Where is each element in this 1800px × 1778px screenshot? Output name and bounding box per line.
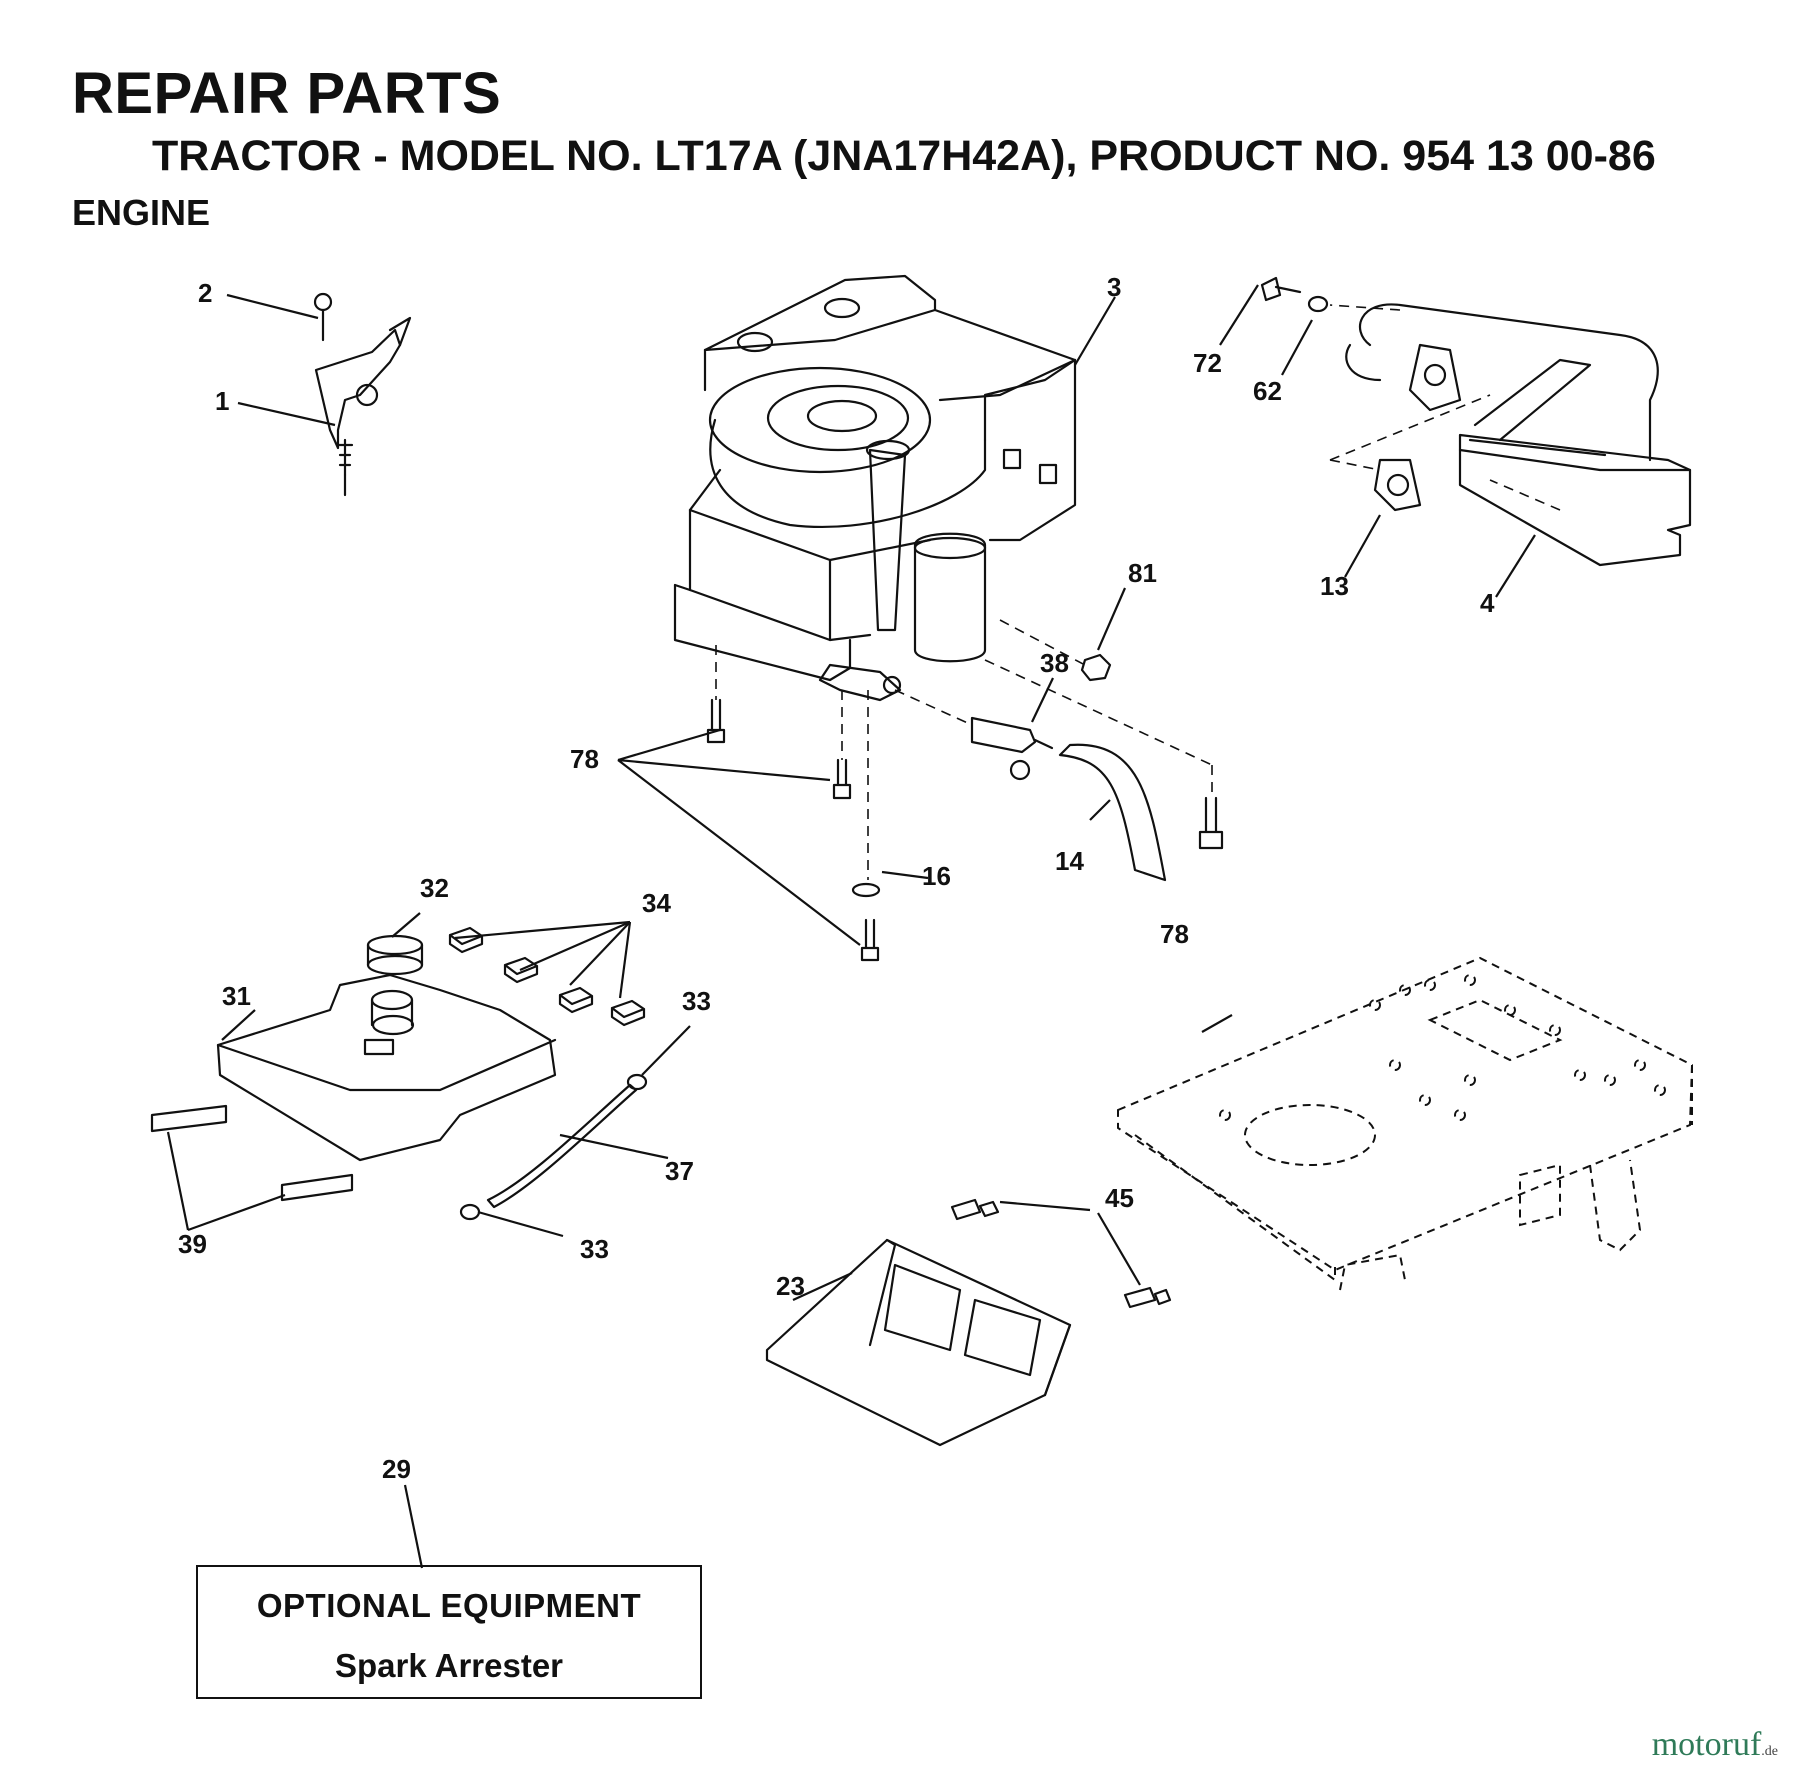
throttle-control-part xyxy=(313,292,412,497)
chassis-frame-part xyxy=(1117,956,1694,1291)
page-title: REPAIR PARTS xyxy=(72,61,502,126)
callout-13: 13 xyxy=(1320,571,1349,601)
callout-32: 32 xyxy=(420,873,449,903)
watermark-suffix: .de xyxy=(1761,1744,1778,1759)
callout-33a: 33 xyxy=(682,986,711,1016)
bolt-parts xyxy=(706,698,1224,962)
watermark-logo: motoruf.de xyxy=(1652,1726,1778,1764)
callout-2: 2 xyxy=(198,278,212,308)
callout-labels: 1 2 3 4 13 14 16 23 29 31 32 33 33 34 37… xyxy=(178,272,1495,1484)
callout-34: 34 xyxy=(642,888,671,918)
callout-38: 38 xyxy=(1040,648,1069,678)
muffler-part xyxy=(1260,276,1692,567)
callout-33b: 33 xyxy=(580,1234,609,1264)
watermark-text: motoruf xyxy=(1651,1726,1762,1763)
nut-part xyxy=(1080,653,1112,682)
section-title: ENGINE xyxy=(72,192,211,233)
alignment-lines xyxy=(715,304,1561,880)
callout-78b: 78 xyxy=(1160,919,1189,949)
callout-72: 72 xyxy=(1193,348,1222,378)
fuel-tank-part xyxy=(150,926,648,1221)
leader-lines xyxy=(166,284,1536,1569)
page-subtitle: TRACTOR - MODEL NO. LT17A (JNA17H42A), P… xyxy=(152,132,1656,180)
callout-1: 1 xyxy=(215,386,229,416)
screw-parts xyxy=(950,1198,1172,1309)
callout-16: 16 xyxy=(922,861,951,891)
callout-62: 62 xyxy=(1253,376,1282,406)
callout-45: 45 xyxy=(1105,1183,1134,1213)
engine-part xyxy=(673,274,1077,702)
optional-equipment-box: OPTIONAL EQUIPMENT Spark Arrester xyxy=(196,1565,702,1699)
fuel-line-part xyxy=(1058,743,1167,882)
optional-equipment-item: Spark Arrester xyxy=(334,1647,564,1684)
callout-81: 81 xyxy=(1128,558,1157,588)
callout-31: 31 xyxy=(222,981,251,1011)
callout-3: 3 xyxy=(1107,272,1121,302)
callout-14: 14 xyxy=(1055,846,1084,876)
callout-37: 37 xyxy=(665,1156,694,1186)
callout-4: 4 xyxy=(1480,588,1495,618)
callout-29: 29 xyxy=(382,1454,411,1484)
optional-equipment-heading: OPTIONAL EQUIPMENT xyxy=(256,1587,642,1624)
callout-23: 23 xyxy=(776,1271,805,1301)
callout-78a: 78 xyxy=(570,744,599,774)
fuel-shutoff-part xyxy=(970,716,1054,781)
callout-39: 39 xyxy=(178,1229,207,1259)
heat-shield-part xyxy=(765,1238,1072,1447)
